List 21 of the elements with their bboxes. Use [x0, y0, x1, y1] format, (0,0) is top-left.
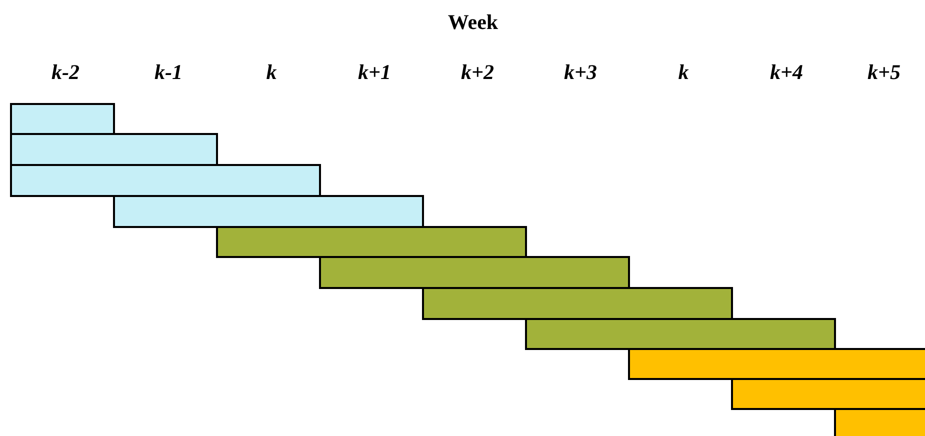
column-header: k-2: [52, 60, 80, 85]
column-header: k: [266, 60, 277, 85]
gantt-bar: [10, 164, 321, 197]
column-header: k+1: [358, 60, 391, 85]
column-header: k+3: [564, 60, 597, 85]
axis-title: Week: [448, 10, 498, 35]
gantt-bar: [10, 103, 115, 135]
gantt-bar: [319, 256, 630, 289]
column-header: k+4: [770, 60, 803, 85]
column-header: k+5: [868, 60, 900, 85]
gantt-bar: [216, 226, 527, 258]
column-header: k: [678, 60, 689, 85]
gantt-bar: [834, 408, 925, 436]
gantt-bar: [422, 287, 733, 320]
column-header: k-1: [154, 60, 182, 85]
gantt-bar: [731, 378, 925, 410]
gantt-bar: [10, 133, 218, 166]
gantt-bar: [113, 195, 424, 228]
gantt-bar: [525, 318, 836, 350]
gantt-bar: [628, 348, 925, 380]
column-header: k+2: [461, 60, 494, 85]
